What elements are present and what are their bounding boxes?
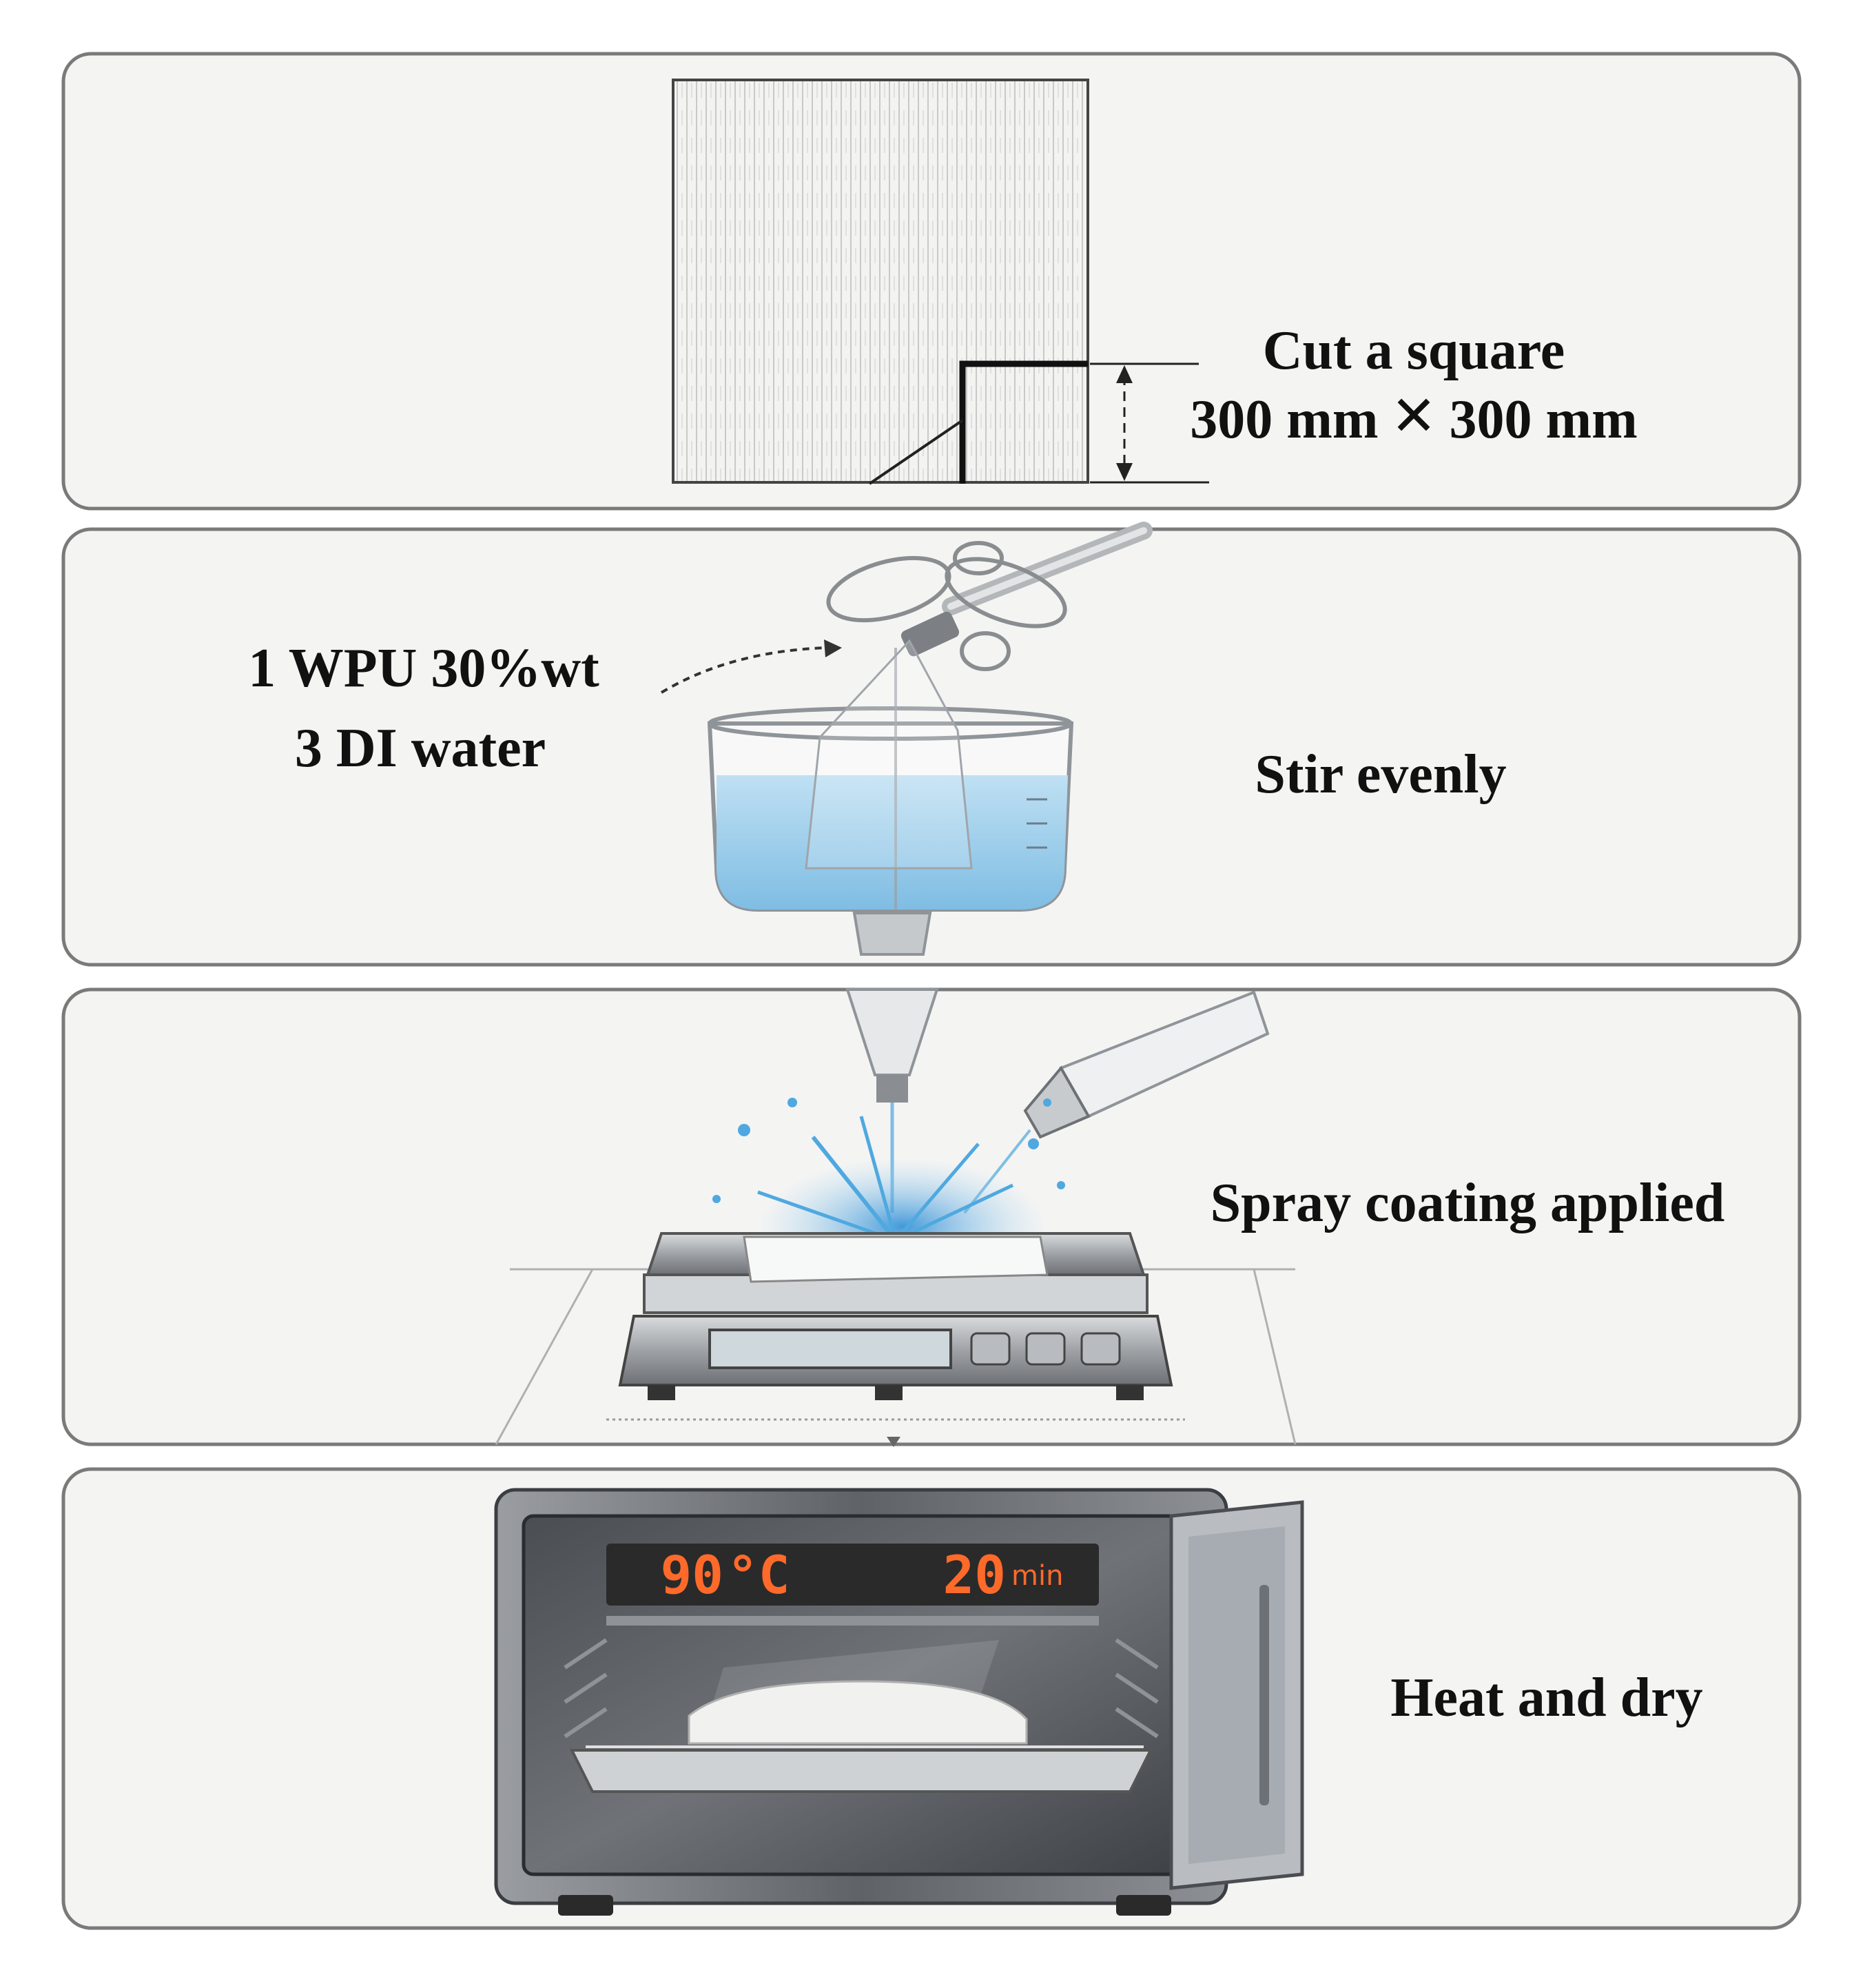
stir-label: Stir evenly: [1255, 744, 1506, 805]
times-icon: ✕: [1390, 384, 1436, 448]
ingredient-1: 1 WPU 30%wt: [248, 638, 599, 699]
cut-label-line1: Cut a square: [1263, 320, 1565, 381]
oven-time-unit: min: [1011, 1560, 1063, 1592]
oven-temperature: 90: [660, 1544, 723, 1606]
spray-label: Spray coating applied: [1211, 1173, 1725, 1233]
fabric-square-icon: [673, 80, 1088, 484]
heat-label: Heat and dry: [1390, 1668, 1702, 1728]
cut-dim-a: 300 mm: [1190, 389, 1378, 450]
cut-dim-b: 300 mm: [1450, 389, 1638, 450]
oven-time-value: 20: [943, 1544, 1006, 1606]
oven-temperature-value: 90: [660, 1544, 723, 1606]
ingredient-2: 3 DI water: [295, 718, 546, 779]
oven-icon: [496, 1490, 1302, 1916]
oven-time: 20: [943, 1544, 1006, 1606]
oven-temperature-unit: °C: [727, 1544, 790, 1606]
cut-label-line2: 300 mm✕300 mm: [1190, 384, 1638, 450]
